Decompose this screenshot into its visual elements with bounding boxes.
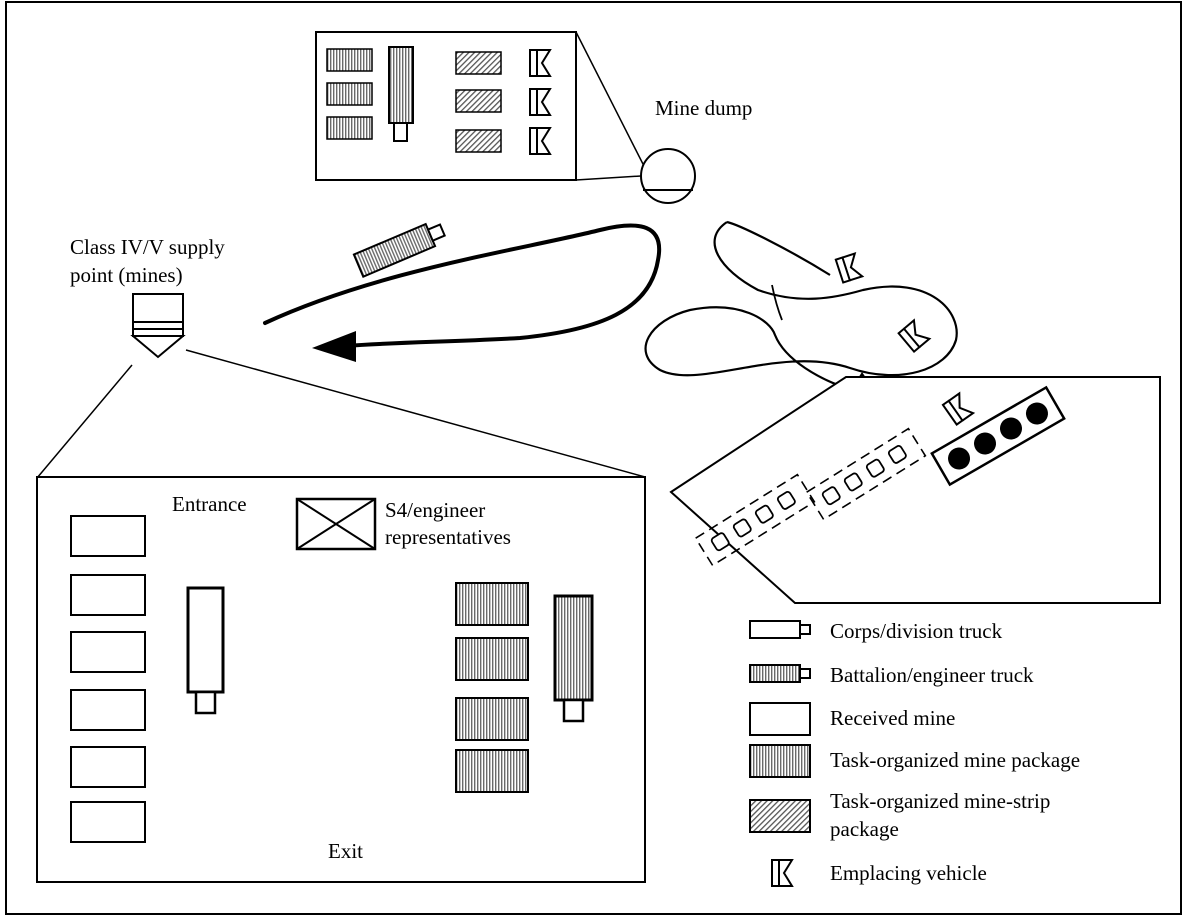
mine-package — [455, 582, 529, 626]
emplacing-vehicle-icon — [834, 251, 865, 284]
legend-label: Task-organized mine package — [830, 748, 1080, 772]
received-mine — [70, 689, 146, 731]
legend-label: Task-organized mine-strip — [830, 789, 1050, 813]
legend-label: package — [830, 817, 899, 841]
battalion-engineer-truck — [352, 222, 446, 278]
emplacing-vehicle-icon — [529, 49, 552, 77]
legend-label: Corps/division truck — [830, 619, 1003, 643]
battalion-engineer-truck — [388, 46, 414, 142]
exit-label: Exit — [328, 839, 363, 863]
s4-engineer-symbol — [295, 497, 377, 551]
received-mine-icon — [749, 702, 811, 736]
mine-package — [455, 697, 529, 741]
received-mine — [70, 515, 146, 557]
mine-dump-inset — [315, 31, 647, 181]
mine-strip-package — [455, 51, 502, 75]
corps-division-truck — [186, 586, 225, 715]
mine-dump-label: Mine dump — [655, 96, 752, 120]
mine-dump-symbol — [640, 148, 696, 204]
supply-point-detail: Entrance S4/engineer representatives Exi… — [36, 476, 646, 883]
emplacing-vehicle-icon — [897, 318, 932, 354]
entrance-label: Entrance — [172, 492, 247, 516]
battalion-engineer-truck-icon — [749, 664, 811, 683]
received-mine — [70, 801, 146, 843]
diagram-border — [5, 1, 1182, 915]
received-mine — [70, 746, 146, 788]
mine-strip-package — [455, 89, 502, 113]
mine-package-icon — [749, 744, 811, 778]
supply-point-label: Class IV/V supply — [70, 235, 225, 259]
minefield — [669, 376, 1161, 604]
emplacing-vehicle-icon — [529, 127, 552, 155]
mine-package — [326, 82, 373, 106]
mine-package — [326, 48, 373, 72]
battalion-engineer-truck — [553, 594, 594, 723]
mine-package — [455, 637, 529, 681]
mine-strip-package-icon — [749, 799, 811, 833]
supply-route — [263, 223, 662, 362]
received-mine — [70, 631, 146, 673]
supply-point-label: point (mines) — [70, 263, 183, 287]
received-mine — [70, 574, 146, 616]
mine-strip-package — [455, 129, 502, 153]
s4-label: representatives — [385, 525, 511, 549]
legend-label: Battalion/engineer truck — [830, 663, 1034, 687]
emplacing-vehicle-icon — [529, 88, 552, 116]
supply-point-symbol — [130, 293, 186, 359]
mine-package — [326, 116, 373, 140]
route-arrowhead — [312, 331, 356, 362]
mine-package — [455, 749, 529, 793]
legend: Corps/division truck Battalion/engineer … — [749, 619, 1080, 887]
legend-label: Received mine — [830, 706, 955, 730]
emplacing-vehicle-icon — [771, 859, 794, 887]
corps-division-truck-icon — [749, 620, 811, 639]
s4-label: S4/engineer — [385, 498, 485, 522]
emplacing-vehicle-icon — [941, 391, 976, 426]
legend-label: Emplacing vehicle — [830, 861, 987, 885]
